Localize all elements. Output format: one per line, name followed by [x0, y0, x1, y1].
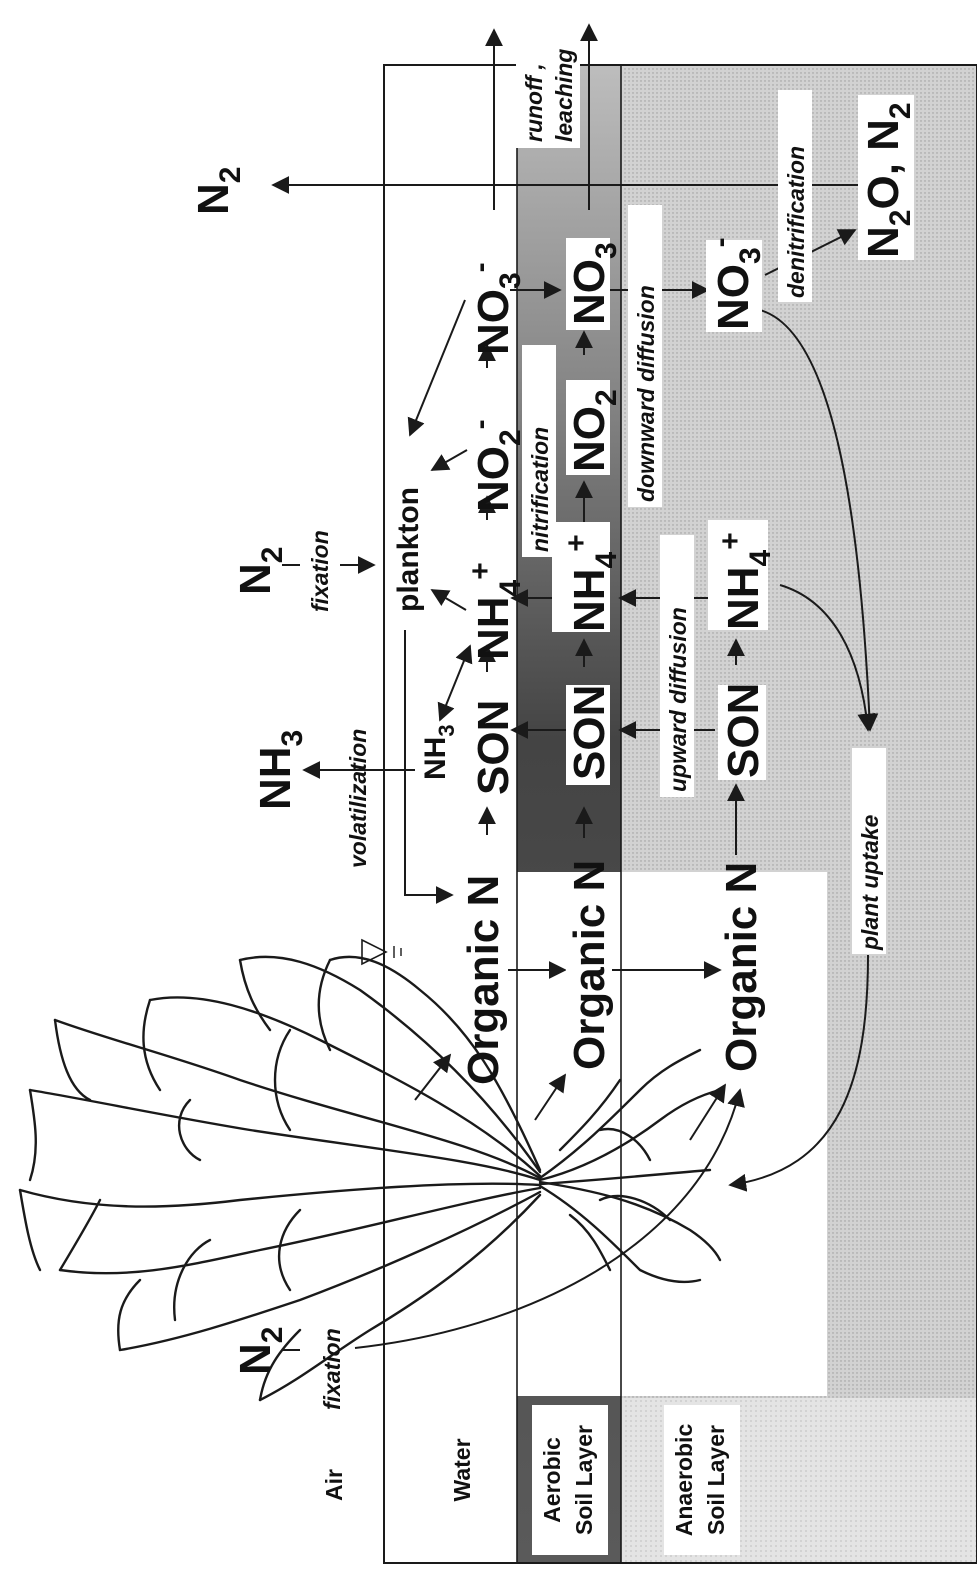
process-downward-diffusion: downward diffusion — [633, 285, 659, 502]
aerobic-son: SON — [565, 685, 614, 780]
layer-label-aerobic-2: Soil Layer — [571, 1425, 597, 1535]
layer-label-anaerobic-1: Anaerobic — [671, 1424, 697, 1537]
aerobic-no3-box — [566, 238, 610, 330]
denitrification-label-bg — [778, 90, 812, 302]
process-denitrification: denitrification — [783, 146, 809, 298]
upward-diffusion-label-bg — [660, 535, 694, 797]
process-plant-uptake: plant uptake — [857, 814, 883, 951]
anaerobic-son-box — [718, 685, 766, 780]
aerobic-son-box — [566, 685, 610, 785]
n2-fixation-left: N2 — [231, 1327, 289, 1375]
aerobic-no3: NO3 — [565, 242, 623, 325]
anaerobic-son: SON — [719, 683, 768, 778]
n2-denitrified-atmosphere: N2 — [189, 167, 247, 215]
water-plankton: plankton — [392, 487, 425, 612]
anaerobic-no3: NO3- — [704, 237, 767, 330]
aerobic-nh4: NH4+ — [560, 534, 623, 632]
aerobic-no2-box — [566, 380, 610, 475]
layer-label-aerobic-1: Aerobic — [539, 1437, 565, 1523]
aerobic-label-bg — [532, 1405, 608, 1555]
anaerobic-label-bg — [664, 1405, 740, 1555]
water-surface-icon — [361, 938, 402, 966]
aerobic-nh4-box — [552, 522, 610, 632]
downward-diffusion-label-bg — [628, 205, 662, 507]
anaerobic-no3-box — [706, 240, 762, 332]
anaerobic-nh4: NH4+ — [714, 532, 777, 630]
process-runoff: runoff , — [521, 63, 547, 142]
process-nitrification: nitrification — [527, 427, 553, 552]
layer-frame — [383, 64, 977, 1564]
plant-uptake-label-bg — [852, 748, 886, 954]
process-fixation-mid: fixation — [307, 530, 333, 612]
nh3-atmosphere: NH3 — [251, 730, 309, 810]
water-no3: NO3- — [464, 262, 527, 355]
process-leaching: leaching — [551, 49, 577, 142]
anaerobic-gases-box — [858, 95, 914, 260]
runoff-label-bg — [516, 8, 580, 148]
aerobic-organic-n-box — [566, 882, 610, 1072]
layer-label-water: Water — [449, 1438, 475, 1501]
anaerobic-n2o-n2: N2O, N2 — [859, 102, 917, 258]
water-nh4: NH4+ — [464, 562, 527, 660]
layer-label-anaerobic-2: Soil Layer — [703, 1425, 729, 1535]
plant-drawing — [18, 955, 722, 1402]
process-fixation-left: fixation — [319, 1328, 345, 1410]
water-no2: NO2- — [464, 419, 527, 512]
water-son: SON — [469, 700, 518, 795]
aerobic-no2: NO2 — [565, 389, 623, 472]
layer-label-air: Air — [321, 1469, 347, 1501]
process-upward-diffusion: upward diffusion — [665, 607, 691, 792]
nitrification-label-bg — [522, 345, 556, 557]
aerobic-organic-n: Organic N — [565, 860, 614, 1070]
anaerobic-nh4-box — [708, 520, 768, 630]
process-volatilization: volatilization — [345, 729, 371, 868]
root-zone-white-box — [517, 872, 827, 1396]
water-organic-n: Organic N — [459, 875, 508, 1085]
anaerobic-organic-n: Organic N — [717, 862, 766, 1072]
n2-fixation-mid: N2 — [231, 547, 289, 595]
water-nh3: NH3 — [419, 724, 459, 780]
